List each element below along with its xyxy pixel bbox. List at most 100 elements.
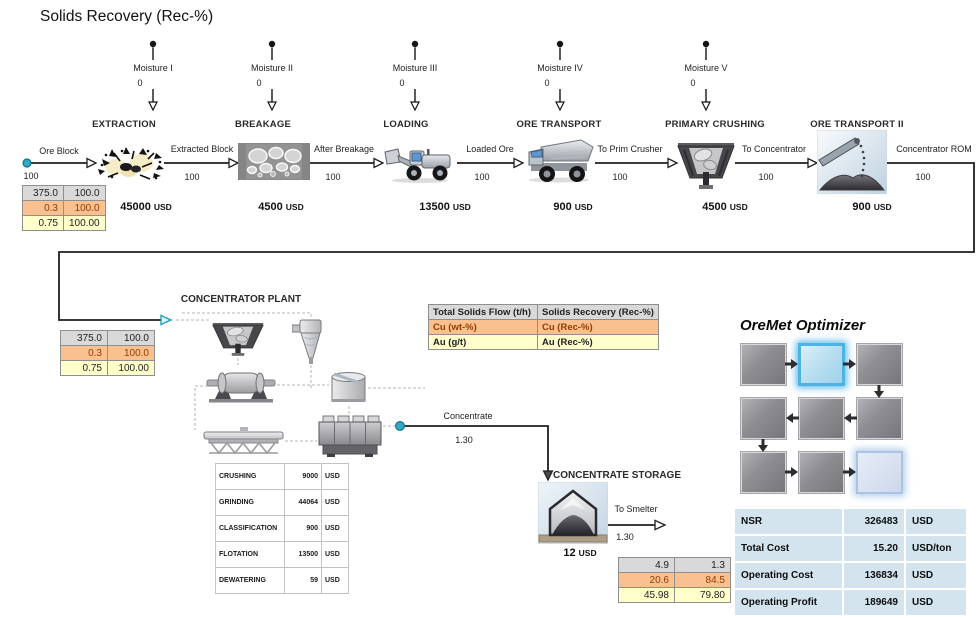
optimizer-title: OreMet Optimizer bbox=[740, 317, 866, 334]
moisture-label: Moisture I bbox=[133, 63, 173, 73]
moisture-value: 0 bbox=[256, 78, 262, 88]
conditioning-tank-icon[interactable] bbox=[329, 367, 368, 406]
stream-label: To Prim Crusher bbox=[597, 144, 663, 154]
stream-value: 100 bbox=[758, 172, 774, 182]
moisture-pin bbox=[148, 40, 158, 112]
concentrate-stream-value: 1.30 bbox=[455, 435, 473, 445]
stage-cost-value: 4500 bbox=[258, 201, 283, 213]
stream-label: Concentrator ROM bbox=[896, 144, 972, 154]
hydrocyclone-icon[interactable] bbox=[292, 317, 329, 365]
concentrate-source-dot bbox=[395, 421, 406, 432]
moisture-value: 0 bbox=[137, 78, 143, 88]
stream-label: To Concentrator bbox=[741, 144, 807, 154]
smelter-stream-label: To Smelter bbox=[614, 504, 658, 514]
optimizer-cell-0-2[interactable] bbox=[856, 343, 903, 386]
stream-label: Extracted Block bbox=[170, 144, 234, 154]
stream-value: 100 bbox=[612, 172, 628, 182]
stage-name-loading: LOADING bbox=[383, 119, 429, 130]
moisture-pin bbox=[267, 40, 277, 112]
stage-cost-currency: USD bbox=[574, 202, 593, 212]
haul-truck-icon[interactable] bbox=[521, 139, 595, 183]
arrow-right-icon bbox=[785, 466, 799, 478]
arrow-down-icon bbox=[873, 385, 887, 398]
stream-label: Ore Block bbox=[39, 146, 79, 156]
optimizer-cell-1-1[interactable] bbox=[798, 397, 845, 440]
arrow-right-icon bbox=[843, 358, 857, 370]
stage-cost-value: 4500 bbox=[702, 201, 727, 213]
arrow-right-icon bbox=[843, 466, 857, 478]
stream-value: 100 bbox=[325, 172, 341, 182]
moisture-label: Moisture IV bbox=[537, 63, 583, 73]
moisture-value: 0 bbox=[544, 78, 550, 88]
stage-cost-currency: USD bbox=[873, 202, 892, 212]
stage-name-ore-transport-2: ORE TRANSPORT II bbox=[810, 119, 904, 130]
moisture-pin bbox=[410, 40, 420, 112]
moisture-label: Moisture II bbox=[250, 63, 294, 73]
conveyor-stacker-icon[interactable] bbox=[817, 130, 887, 194]
optimizer-cell-1-2[interactable] bbox=[856, 397, 903, 440]
optimizer-cell-2-1[interactable] bbox=[798, 451, 845, 494]
main-flow-lines bbox=[31, 162, 975, 526]
plant-dashed-links bbox=[176, 312, 425, 442]
optimizer-cell-2-0[interactable] bbox=[740, 451, 787, 494]
wheel-loader-icon[interactable] bbox=[383, 142, 457, 183]
extraction-blast-icon[interactable] bbox=[96, 145, 164, 181]
moisture-label: Moisture V bbox=[684, 63, 728, 73]
stage-name-primary-crushing: PRIMARY CRUSHING bbox=[665, 119, 765, 130]
stream-label: After Breakage bbox=[313, 144, 375, 154]
concentrate-storage-icon[interactable] bbox=[538, 482, 608, 544]
ball-mill-icon[interactable] bbox=[205, 365, 277, 404]
flow-arrowheads bbox=[86, 157, 819, 531]
stage-cost-currency: USD bbox=[153, 202, 172, 212]
stage-cost-currency: USD bbox=[452, 202, 471, 212]
flotation-cells-icon[interactable] bbox=[317, 414, 383, 458]
stage-cost-value: 900 bbox=[553, 201, 572, 213]
optimizer-cell-0-0[interactable] bbox=[740, 343, 787, 386]
stage-cost-value: 13500 bbox=[419, 201, 450, 213]
stream-value: 100 bbox=[915, 172, 931, 182]
stage-cost-currency: USD bbox=[285, 202, 304, 212]
plant-crusher-icon[interactable] bbox=[212, 318, 264, 358]
concentrator-plant-title: CONCENTRATOR PLANT bbox=[180, 294, 302, 305]
stage-name-ore-transport: ORE TRANSPORT bbox=[516, 119, 602, 130]
arrow-down-icon bbox=[757, 439, 771, 452]
stage-cost-currency: USD bbox=[729, 202, 748, 212]
arrow-left-icon bbox=[785, 412, 799, 424]
stream-source-dots bbox=[22, 158, 406, 432]
concentrate-stream-label: Concentrate bbox=[443, 411, 493, 421]
stream-value: 100 bbox=[184, 172, 200, 182]
gyratory-crusher-icon[interactable] bbox=[677, 136, 735, 192]
storage-cost-currency: USD bbox=[578, 548, 597, 558]
moisture-pins bbox=[148, 40, 711, 112]
moisture-value: 0 bbox=[690, 78, 696, 88]
moisture-pin bbox=[701, 40, 711, 112]
ore-block-source-dot bbox=[22, 158, 32, 168]
smelter-stream-value: 1.30 bbox=[616, 532, 634, 542]
optimizer-cell-2-2-selected[interactable] bbox=[856, 451, 903, 494]
stage-name-extraction: EXTRACTION bbox=[92, 119, 156, 130]
stage-cost-value: 900 bbox=[852, 201, 871, 213]
optimizer-cell-1-0[interactable] bbox=[740, 397, 787, 440]
moisture-value: 0 bbox=[399, 78, 405, 88]
moisture-pin bbox=[555, 40, 565, 112]
stage-name-breakage: BREAKAGE bbox=[235, 119, 291, 130]
optimizer-cell-0-1-active[interactable] bbox=[798, 343, 845, 386]
thickener-icon[interactable] bbox=[202, 427, 285, 455]
breakage-icon[interactable] bbox=[238, 143, 310, 180]
stage-cost-value: 45000 bbox=[120, 201, 151, 213]
page-title: Solids Recovery (Rec-%) bbox=[40, 8, 214, 25]
stream-value: 100 bbox=[474, 172, 490, 182]
